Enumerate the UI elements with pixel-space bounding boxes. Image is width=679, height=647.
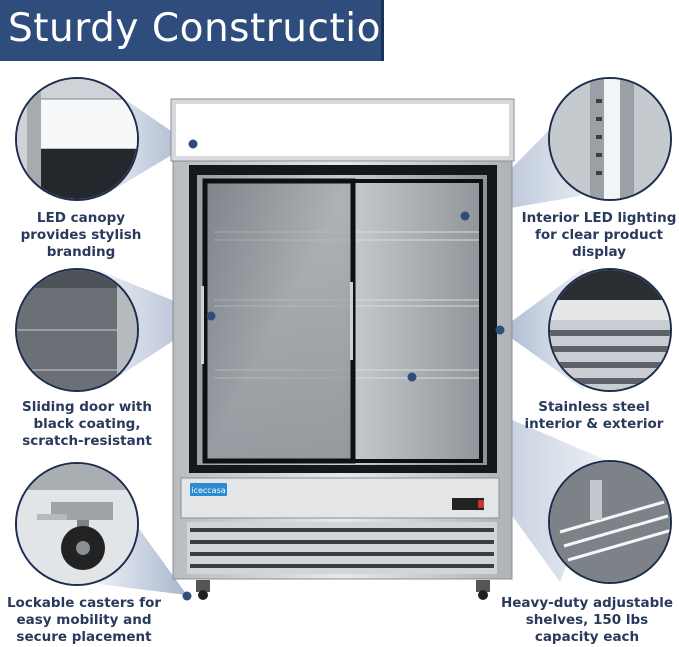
sliding-door — [202, 178, 356, 464]
detail-casters — [15, 462, 139, 586]
caster-left — [196, 580, 210, 592]
callout-dot-canopy — [188, 139, 198, 149]
label-casters: Lockable casters for easy mobility and s… — [6, 595, 162, 645]
caster-right — [476, 580, 490, 592]
temperature-display — [452, 498, 484, 510]
door-handle-left — [201, 286, 204, 364]
detail-stainless — [548, 268, 672, 392]
page-title: Sturdy Construction: — [8, 6, 420, 51]
callout-dot-door — [206, 311, 216, 321]
detail-shelves — [548, 460, 672, 584]
label-stainless: Stainless steel interior & exterior — [524, 399, 664, 432]
label-shelves: Heavy-duty adjustable shelves, 150 lbs c… — [500, 595, 674, 645]
title-banner: Sturdy Construction: — [0, 0, 419, 61]
label-interior-lighting: Interior LED lighting for clear product … — [521, 210, 677, 260]
label-sliding-door: Sliding door with black coating, scratch… — [22, 399, 152, 449]
callout-dot-shelves — [407, 372, 417, 382]
callout-dot-casters — [182, 591, 192, 601]
detail-interior-lighting — [548, 77, 672, 201]
door-handle-right — [350, 282, 353, 360]
vent-grille — [187, 522, 497, 574]
brand-logo: iceccasa — [191, 486, 225, 495]
detail-door — [15, 268, 139, 392]
callout-dot-stainless — [495, 325, 505, 335]
label-led-canopy: LED canopy provides stylish branding — [20, 210, 142, 260]
callout-dot-interior — [460, 211, 470, 221]
brand-logo-plate — [190, 483, 227, 496]
detail-canopy — [15, 77, 139, 201]
